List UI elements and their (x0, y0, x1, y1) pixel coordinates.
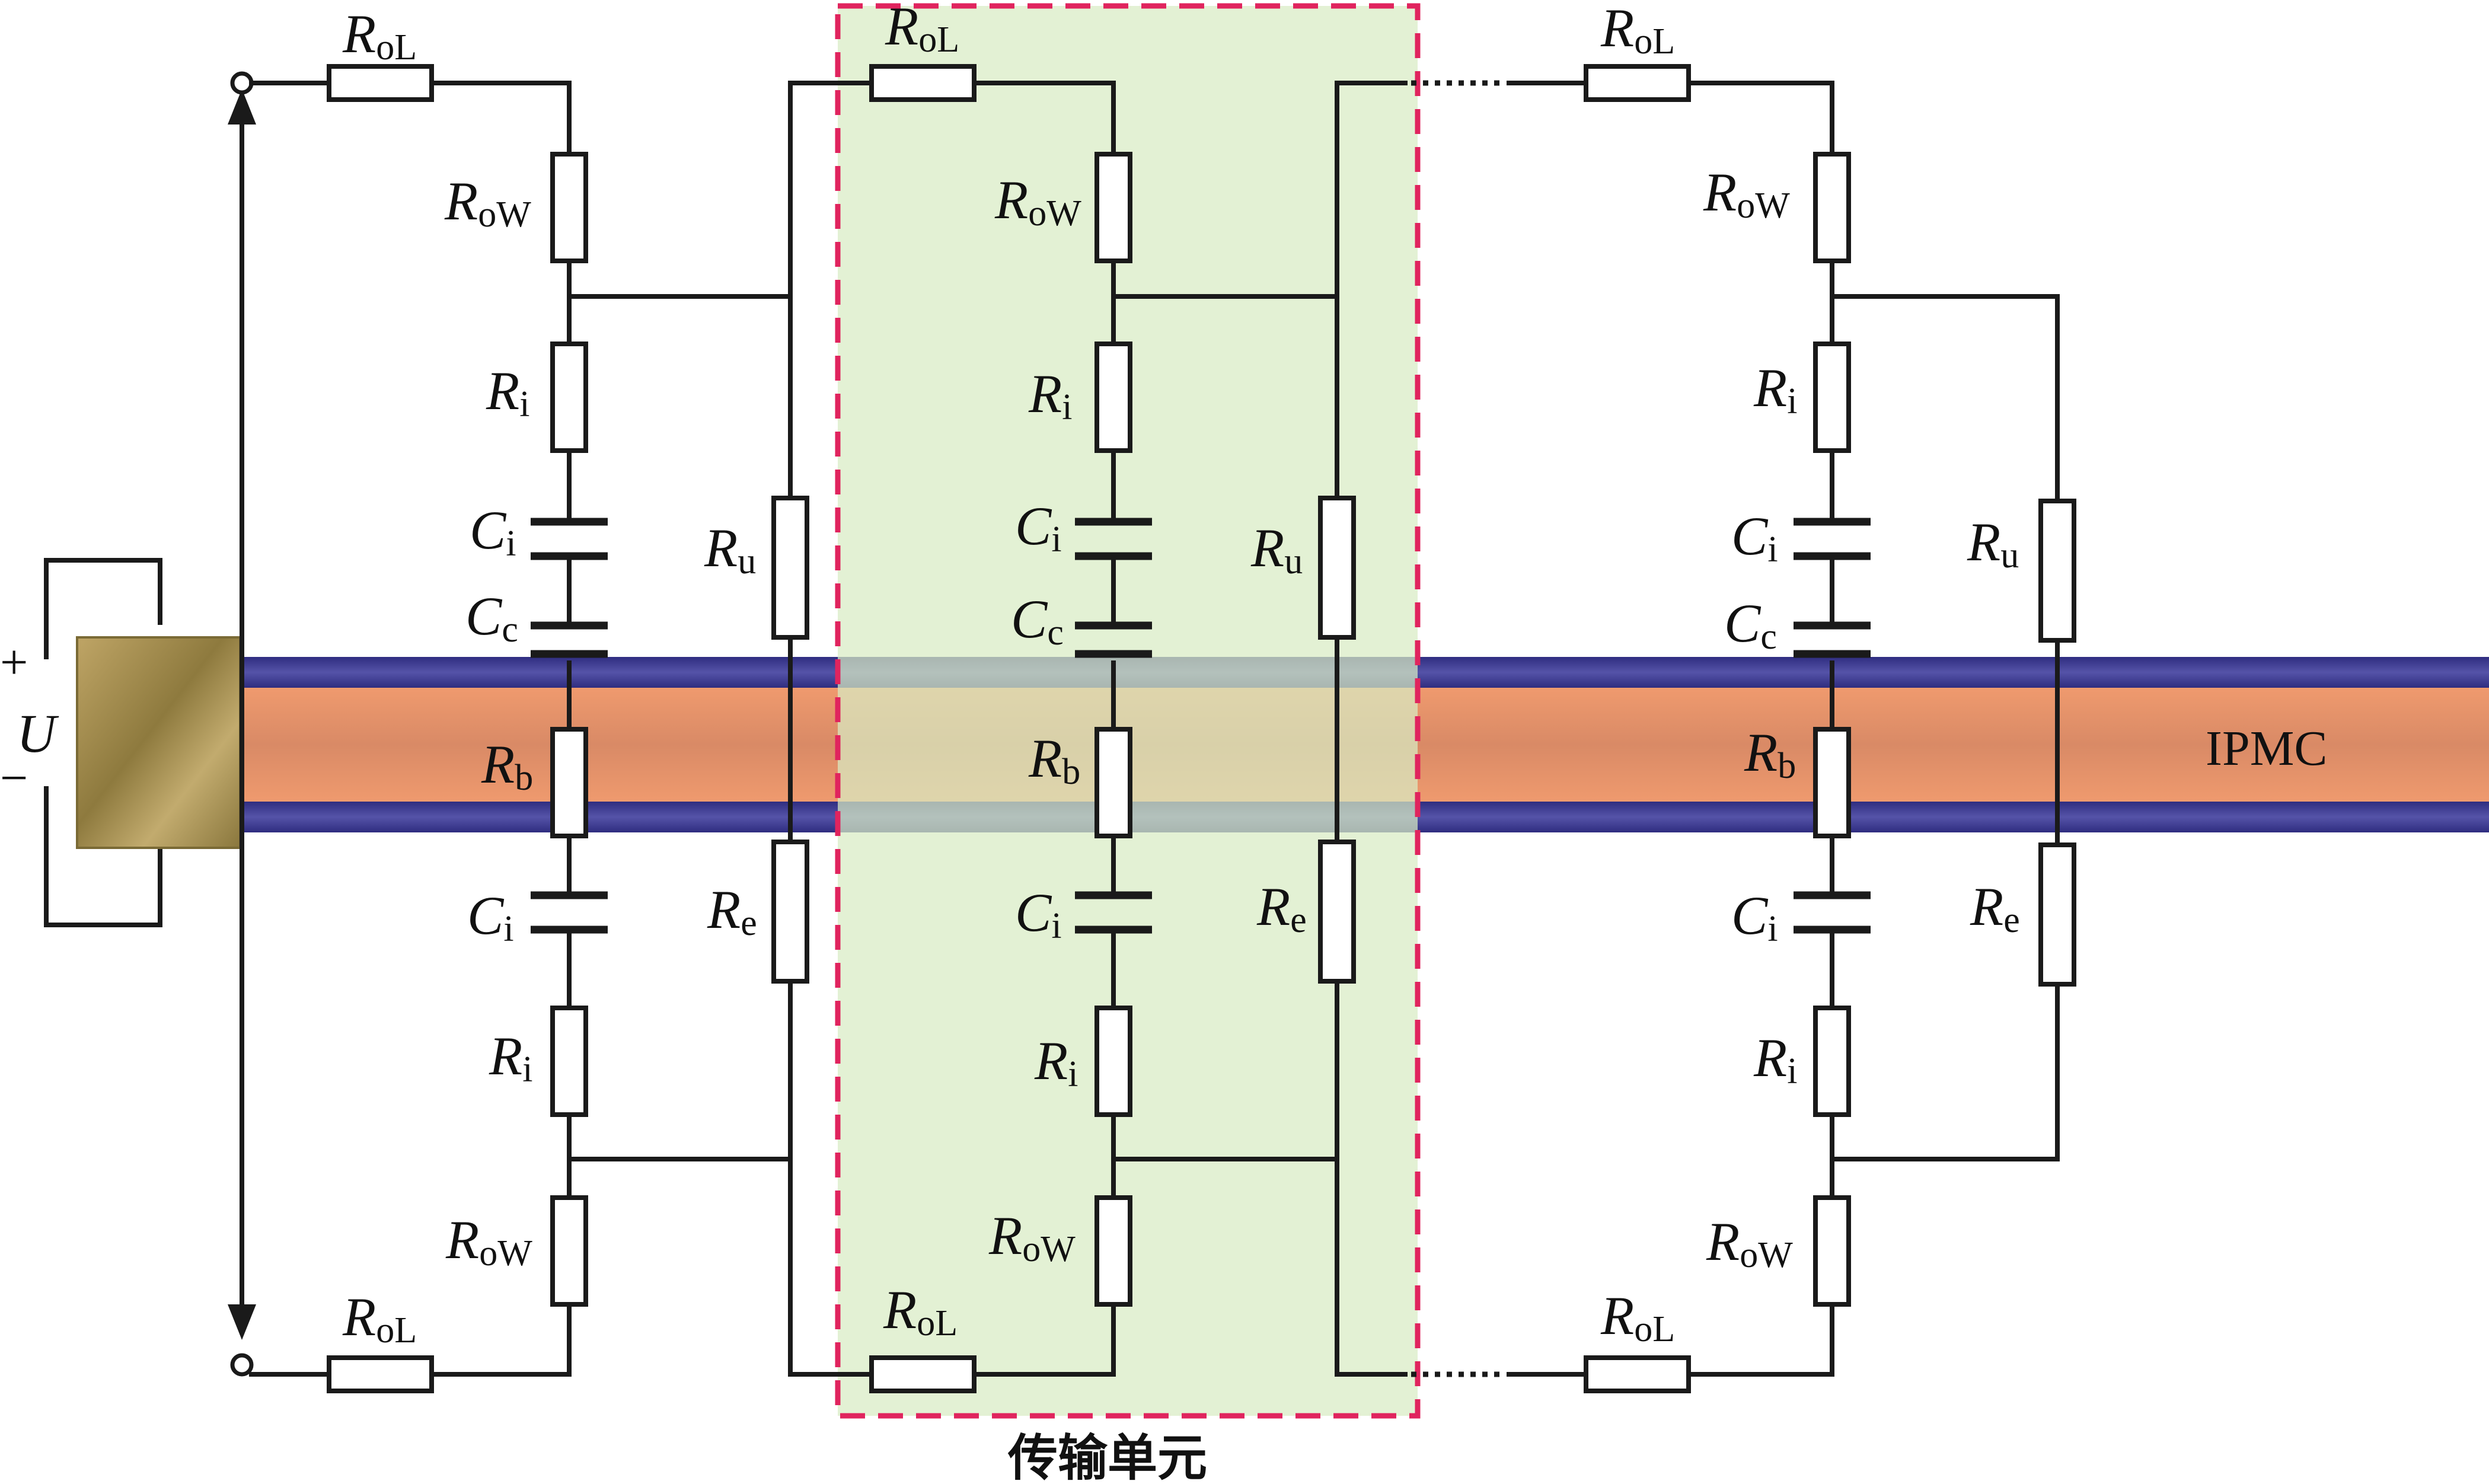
label-Ru-3: Ru (1967, 512, 2019, 576)
resistor-oL-bottom-3 (1584, 1355, 1691, 1393)
label-Ci-top-3: Ci (1731, 506, 1778, 570)
label-Ri-bottom-2: Ri (1034, 1030, 1078, 1094)
resistor-i-top-2 (1094, 342, 1132, 453)
resistor-oL-top-1 (327, 64, 434, 102)
resistor-oL-bottom-2 (869, 1355, 977, 1393)
label-Ri-top-3: Ri (1753, 358, 1797, 422)
minus-sign: − (0, 751, 28, 806)
resistor-b-3 (1813, 727, 1851, 838)
label-RoW-bottom-1: RoW (445, 1209, 532, 1274)
resistor-i-bottom-2 (1094, 1006, 1132, 1117)
resistor-u-3 (2038, 499, 2076, 643)
label-Ci-top-1: Ci (470, 500, 516, 564)
resistor-i-top-1 (550, 342, 588, 453)
label-Rb-3: Rb (1744, 722, 1796, 786)
clamp (76, 636, 241, 849)
label-RoW-top-2: RoW (994, 170, 1081, 234)
label-RoL-top-3: RoL (1600, 0, 1675, 62)
wires (249, 80, 2060, 1377)
label-Cc-3: Cc (1724, 593, 1777, 657)
label-RoL-top-1: RoL (342, 4, 417, 68)
resistor-oW-bottom-2 (1094, 1195, 1132, 1307)
resistor-i-top-3 (1813, 342, 1851, 453)
resistor-u-1 (771, 496, 809, 640)
label-RoL-bottom-2: RoL (883, 1279, 958, 1343)
label-RoW-bottom-2: RoW (988, 1205, 1076, 1269)
resistor-oL-top-3 (1584, 64, 1691, 102)
capacitors (531, 518, 1871, 934)
resistor-oW-top-3 (1813, 152, 1851, 263)
resistor-oW-top-1 (550, 152, 588, 263)
label-RoW-top-1: RoW (444, 171, 531, 235)
resistor-i-bottom-3 (1813, 1006, 1851, 1117)
label-Ri-top-2: Ri (1028, 363, 1072, 427)
label-Ci-bottom-3: Ci (1731, 885, 1778, 949)
label-RoL-bottom-1: RoL (342, 1287, 417, 1351)
resistor-oW-bottom-3 (1813, 1195, 1851, 1307)
ipmc-label: IPMC (2206, 721, 2327, 776)
label-RoW-bottom-3: RoW (1706, 1211, 1793, 1275)
label-RoW-top-3: RoW (1703, 162, 1790, 226)
resistor-b-2 (1094, 727, 1132, 838)
label-Rb-2: Rb (1028, 728, 1080, 792)
resistor-oW-top-2 (1094, 152, 1132, 263)
resistor-i-bottom-1 (550, 1006, 588, 1117)
resistor-u-2 (1318, 496, 1356, 640)
source-label: U (17, 703, 59, 764)
label-Re-1: Re (707, 879, 757, 943)
resistor-e-3 (2038, 842, 2076, 987)
terminal-bottom (230, 1353, 254, 1377)
resistor-oW-bottom-1 (550, 1195, 588, 1307)
label-Ci-bottom-1: Ci (467, 885, 514, 949)
resistors (327, 64, 2076, 1393)
label-Re-3: Re (1970, 876, 2020, 940)
terminal-arrow (228, 71, 256, 1377)
label-Ci-bottom-2: Ci (1015, 882, 1062, 946)
label-Ru-1: Ru (704, 518, 756, 582)
resistor-e-1 (771, 840, 809, 984)
label-Ru-2: Ru (1250, 518, 1303, 582)
transmission-unit-caption: 传输单元 (1007, 1429, 1207, 1484)
component-labels: RoL RoW Ri Ci Cc Rb Ci Ri RoW RoL Ru Re … (342, 0, 2020, 1351)
label-Ci-top-2: Ci (1015, 496, 1062, 560)
label-Re-2: Re (1256, 876, 1307, 940)
label-RoL-bottom-3: RoL (1600, 1285, 1675, 1349)
plus-sign: + (0, 635, 28, 690)
resistor-oL-bottom-1 (327, 1355, 434, 1393)
label-Cc-1: Cc (465, 586, 518, 650)
resistor-e-2 (1318, 840, 1356, 984)
label-Ri-bottom-3: Ri (1753, 1027, 1797, 1092)
label-Ri-bottom-1: Ri (489, 1026, 532, 1090)
label-Rb-1: Rb (481, 734, 533, 798)
voltage-source: + U − (0, 558, 162, 927)
resistor-b-1 (550, 727, 588, 838)
resistor-oL-top-2 (869, 64, 977, 102)
label-Ri-top-1: Ri (486, 360, 529, 425)
label-RoL-top-2: RoL (885, 0, 959, 60)
terminal-top (230, 71, 254, 95)
label-Cc-2: Cc (1011, 589, 1064, 653)
